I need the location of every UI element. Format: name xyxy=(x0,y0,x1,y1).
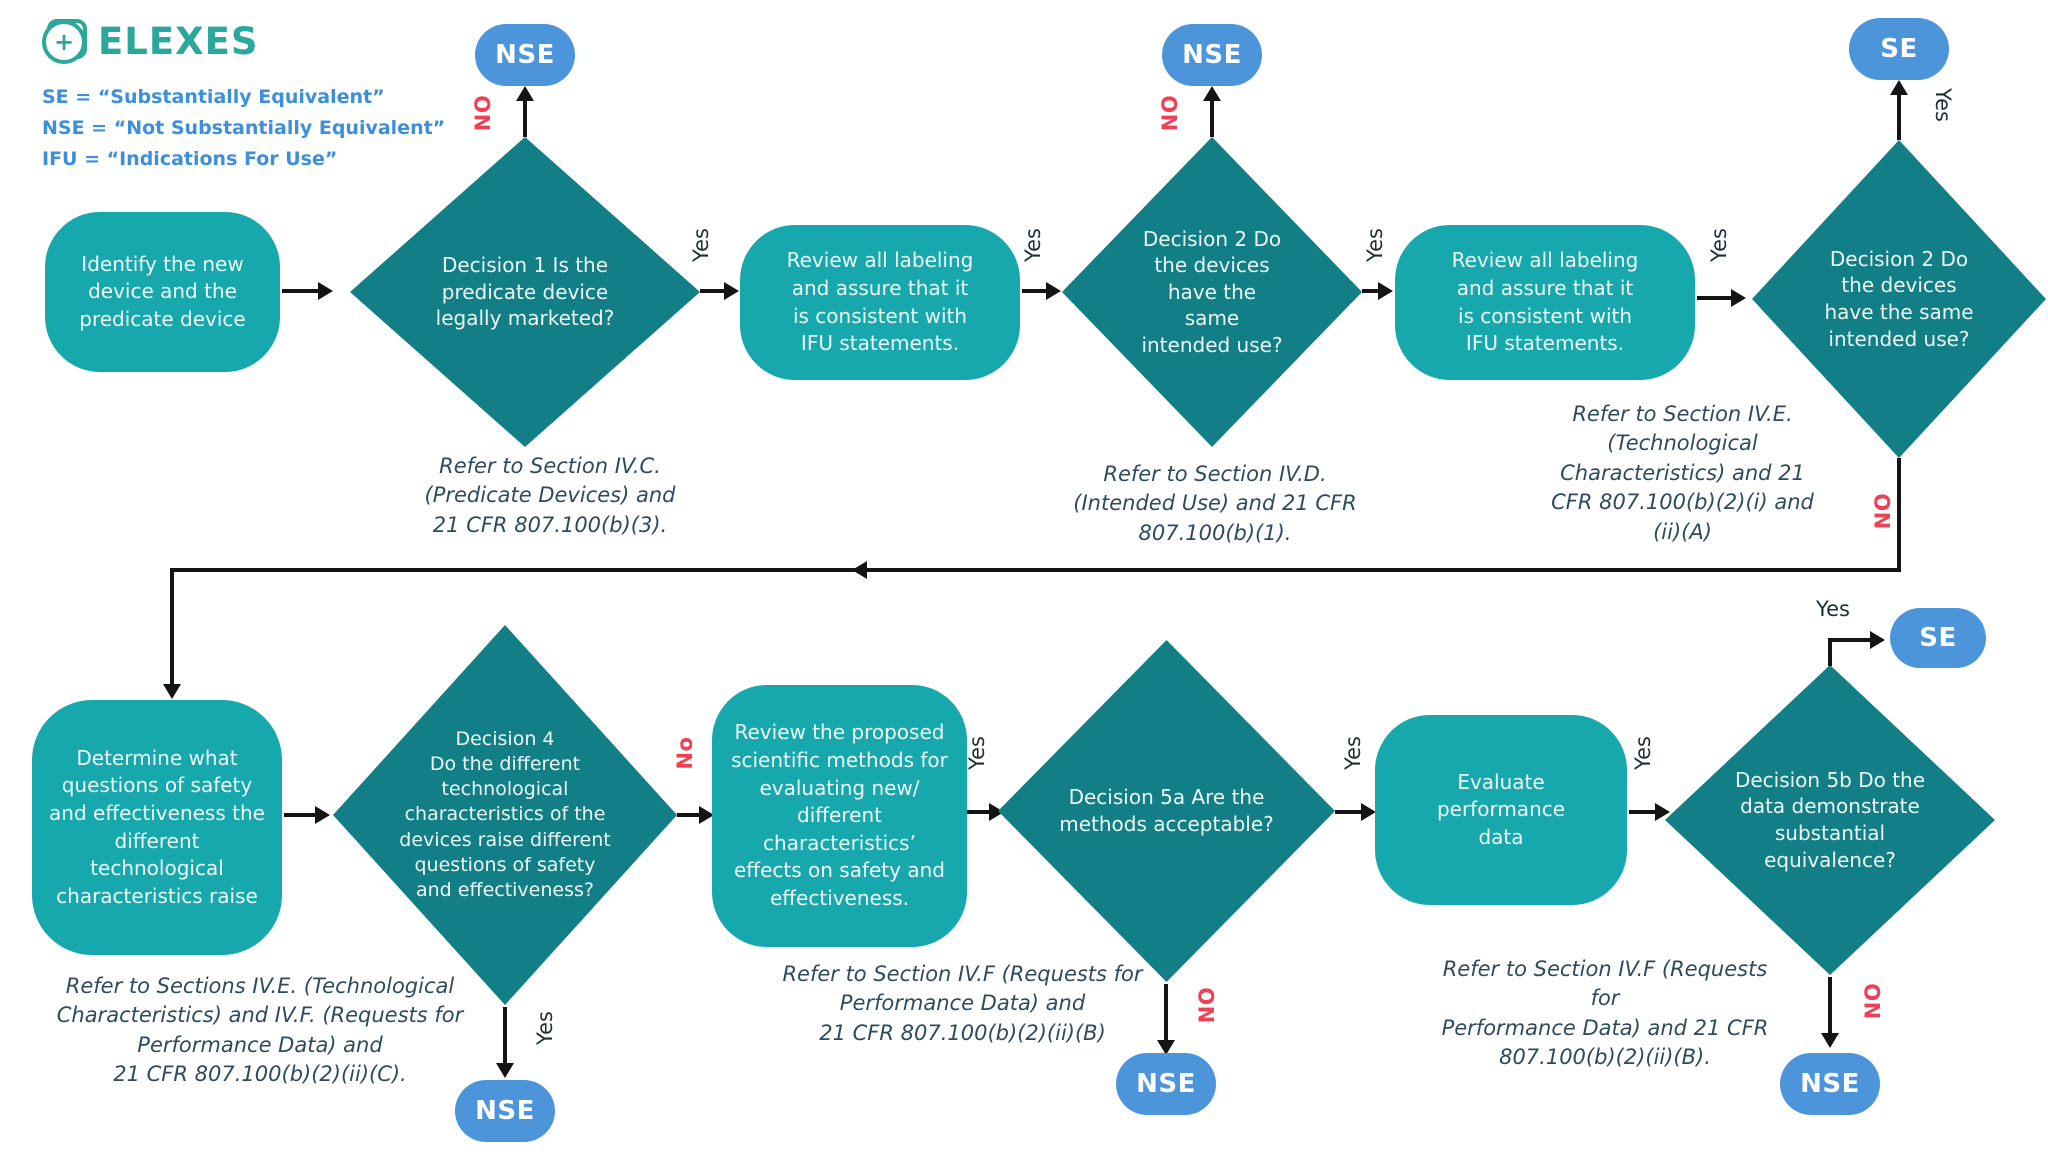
note-section-ive: Refer to Section IV.E. (Technological Ch… xyxy=(1551,402,1814,544)
flow-arrow xyxy=(1210,94,1214,137)
yes-label: Yes xyxy=(1631,736,1655,770)
flow-arrow xyxy=(503,1007,507,1063)
flow-arrow xyxy=(282,289,318,293)
yes-label: Yes xyxy=(533,1011,557,1045)
yes-label: Yes xyxy=(1816,597,1850,621)
yes-label: Yes xyxy=(1021,228,1045,262)
flow-arrow xyxy=(284,813,317,817)
note-sections-ive-ivf: Refer to Sections IV.E. (Technological C… xyxy=(56,974,464,1087)
review-labeling-box-1: Review all labeling and assure that it i… xyxy=(740,225,1020,380)
nse-pill-decision2: NSE xyxy=(1162,24,1262,86)
no-label: NO xyxy=(471,94,495,132)
yes-label: Yes xyxy=(1341,736,1365,770)
flow-arrow xyxy=(1362,289,1380,293)
flow-arrow xyxy=(1828,638,1874,642)
brand-name: ELEXES xyxy=(98,19,259,63)
nse-pill-decision1: NSE xyxy=(475,24,575,86)
arrowhead xyxy=(724,282,739,300)
arrowhead xyxy=(1361,803,1376,821)
arrowhead xyxy=(1870,631,1885,649)
arrowhead xyxy=(516,86,534,101)
connector-line xyxy=(172,568,1901,572)
nse-pill-decision5b: NSE xyxy=(1780,1053,1880,1115)
note-section-ivf-b2: Refer to Section IV.F (Requests for Perf… xyxy=(1441,957,1769,1070)
nse-pill-decision4: NSE xyxy=(455,1080,555,1142)
note-section-ivc: Refer to Section IV.C. (Predicate Device… xyxy=(424,454,676,537)
arrowhead xyxy=(1655,803,1670,821)
flow-arrow xyxy=(1897,88,1901,140)
arrowhead xyxy=(1821,1033,1839,1048)
decision-1-diamond: Decision 1 Is the predicate device legal… xyxy=(350,137,700,447)
no-label: No xyxy=(673,736,697,770)
elexes-logo: + ELEXES xyxy=(42,18,259,64)
flow-arrow xyxy=(1828,640,1832,666)
yes-label: Yes xyxy=(965,736,989,770)
flow-arrow xyxy=(1335,810,1363,814)
arrowhead xyxy=(1731,289,1746,307)
determine-questions-box: Determine what questions of safety and e… xyxy=(32,700,282,955)
abbreviation-legend: SE = “Substantially Equivalent” NSE = “N… xyxy=(42,86,446,170)
arrowhead xyxy=(1157,1040,1175,1055)
yes-label: Yes xyxy=(1363,228,1387,262)
arrowhead xyxy=(852,561,867,579)
flow-arrow xyxy=(1164,984,1168,1040)
decision-4-diamond: Decision 4 Do the different technologica… xyxy=(333,625,677,1005)
nse-pill-decision5a: NSE xyxy=(1116,1053,1216,1115)
flow-arrow xyxy=(700,289,726,293)
evaluate-performance-box: Evaluate performance data xyxy=(1375,715,1627,905)
arrowhead xyxy=(989,803,1004,821)
flow-arrow xyxy=(677,813,701,817)
start-box-identify-devices: Identify the new device and the predicat… xyxy=(45,212,280,372)
connector-line xyxy=(1897,458,1901,570)
no-label: NO xyxy=(1871,492,1895,530)
arrowhead xyxy=(1203,86,1221,101)
arrowhead xyxy=(496,1063,514,1078)
decision-2-diamond: Decision 2 Do the devices have the same … xyxy=(1062,137,1362,447)
review-labeling-box-2: Review all labeling and assure that it i… xyxy=(1395,225,1695,380)
flow-arrow xyxy=(1629,810,1657,814)
arrowhead xyxy=(163,684,181,699)
arrowhead xyxy=(699,806,714,824)
yes-label: Yes xyxy=(1931,88,1955,122)
yes-label: Yes xyxy=(689,228,713,262)
connector-line xyxy=(170,568,174,684)
note-section-ivd: Refer to Section IV.D. (Intended Use) an… xyxy=(1073,462,1357,545)
arrowhead xyxy=(315,806,330,824)
decision-5a-diamond: Decision 5a Are the methods acceptable? xyxy=(998,640,1335,982)
yes-label: Yes xyxy=(1707,228,1731,262)
arrowhead xyxy=(1046,282,1061,300)
flow-arrow xyxy=(1828,977,1832,1033)
no-label: NO xyxy=(1158,94,1182,132)
arrowhead xyxy=(1378,282,1393,300)
se-pill-decision2b: SE xyxy=(1849,18,1949,80)
se-pill-decision5b: SE xyxy=(1890,608,1986,668)
arrowhead xyxy=(318,282,333,300)
no-label: NO xyxy=(1195,986,1219,1024)
flow-arrow xyxy=(967,810,991,814)
arrowhead xyxy=(1890,80,1908,95)
flow-arrow xyxy=(1022,289,1048,293)
medical-cross-icon: + xyxy=(42,18,88,64)
flow-arrow xyxy=(1697,296,1733,300)
no-label: NO xyxy=(1861,982,1885,1020)
flow-arrow xyxy=(523,94,527,137)
decision-5b-diamond: Decision 5b Do the data demonstrate subs… xyxy=(1665,665,1995,975)
review-methods-box: Review the proposed scientific methods f… xyxy=(712,685,967,947)
note-section-ivf-b: Refer to Section IV.F (Requests for Perf… xyxy=(782,962,1143,1045)
